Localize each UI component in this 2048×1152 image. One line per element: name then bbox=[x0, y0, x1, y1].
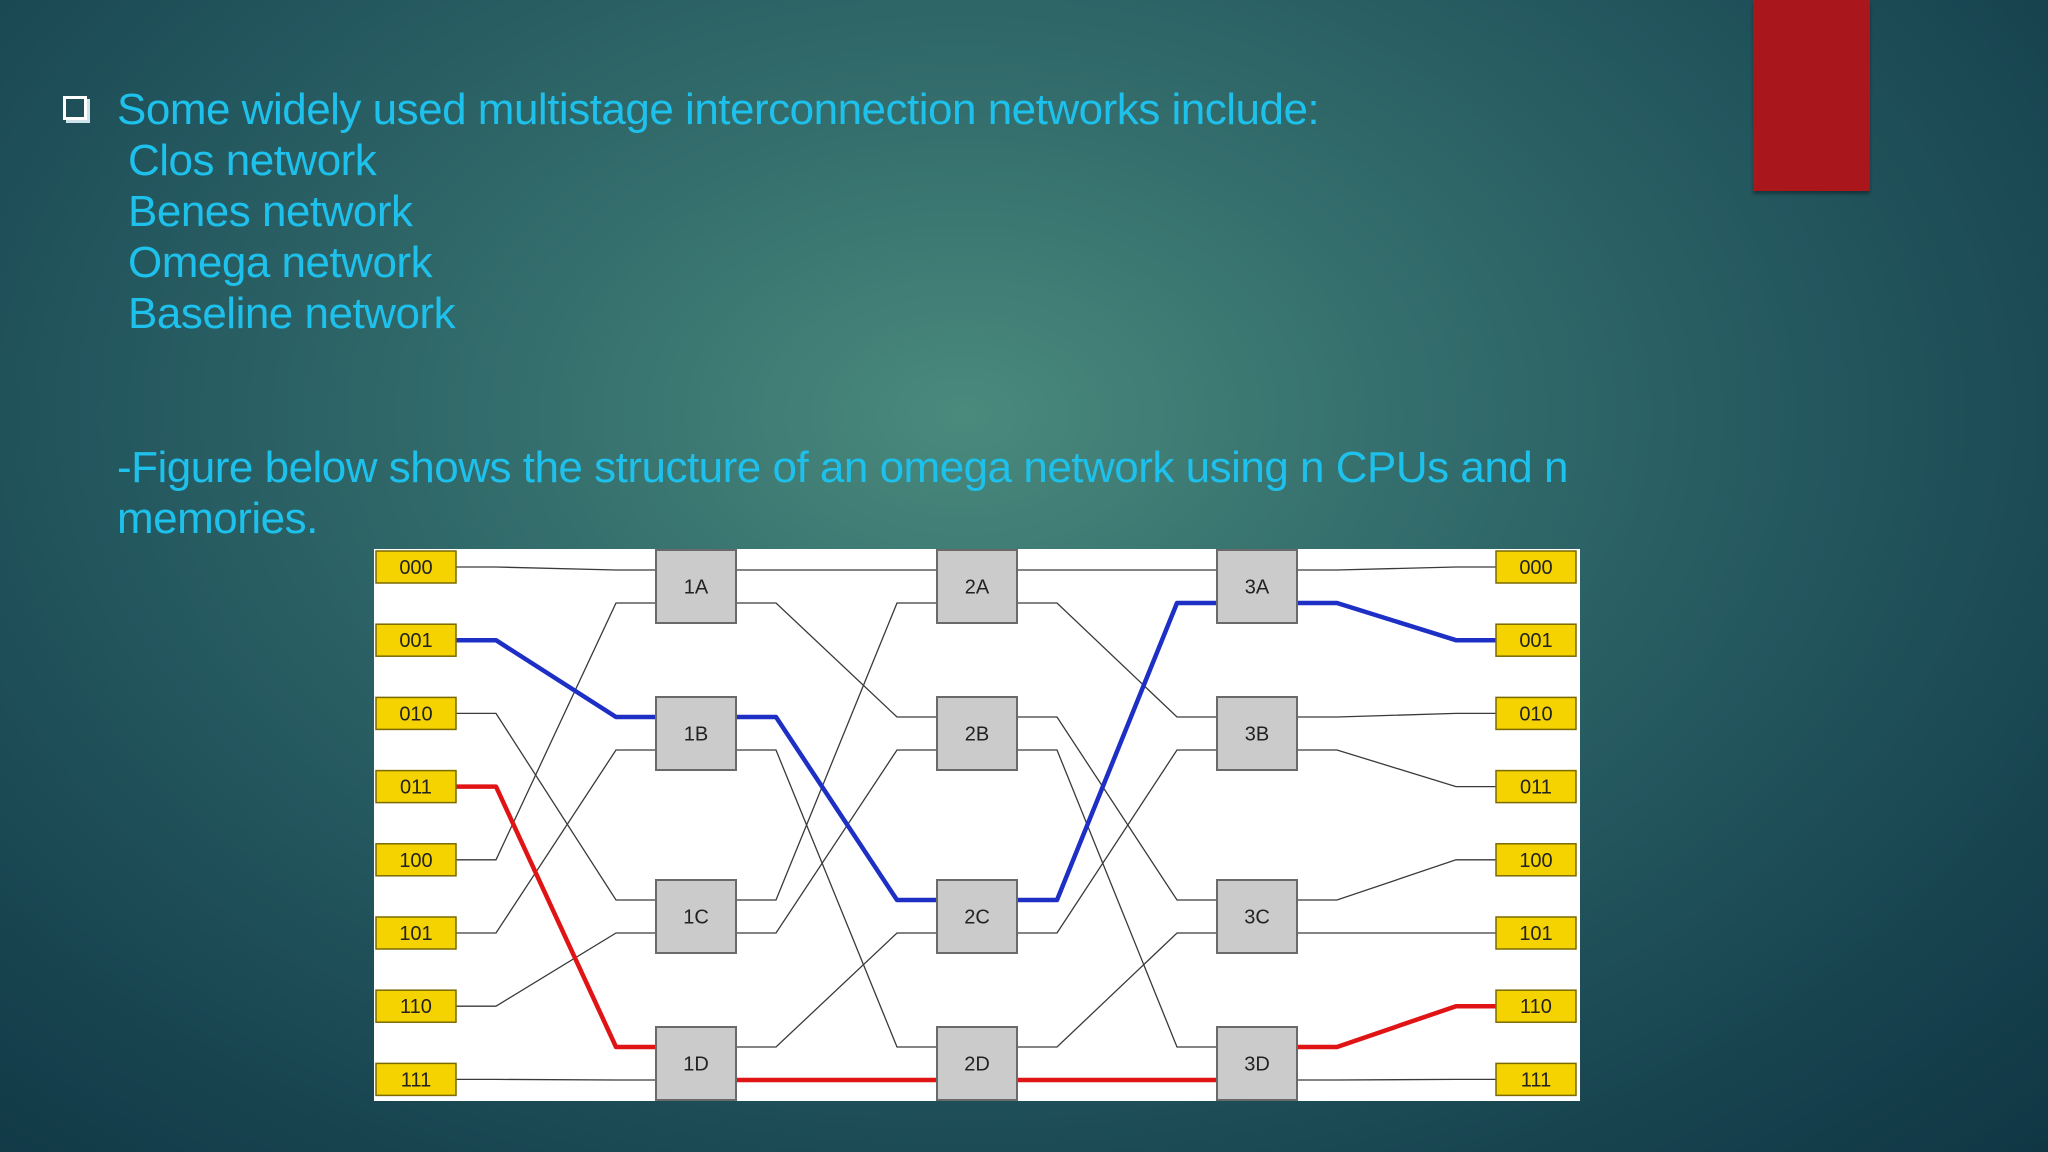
switch-node-label-2a: 2A bbox=[965, 577, 990, 599]
link-s1-6 bbox=[736, 932, 937, 1048]
link-out-7 bbox=[1297, 1078, 1496, 1081]
input-port-label-000: 000 bbox=[399, 557, 432, 579]
switch-node-1b bbox=[655, 696, 737, 771]
output-port-111 bbox=[1495, 1062, 1577, 1097]
output-port-000 bbox=[1495, 550, 1577, 584]
figure-caption-line-2: memories. bbox=[117, 494, 318, 543]
output-port-label-101: 101 bbox=[1519, 923, 1552, 945]
input-port-010 bbox=[375, 696, 457, 731]
switch-node-3d bbox=[1216, 1026, 1298, 1101]
input-port-100 bbox=[375, 843, 457, 877]
network-item-benes: Benes network bbox=[128, 187, 413, 236]
input-port-label-001: 001 bbox=[399, 630, 432, 652]
network-item-omega: Omega network bbox=[128, 238, 433, 287]
output-port-label-011: 011 bbox=[1520, 777, 1552, 799]
switch-node-label-3c: 3C bbox=[1244, 907, 1270, 929]
input-port-label-110: 110 bbox=[400, 996, 432, 1018]
switch-node-label-3d: 3D bbox=[1244, 1054, 1270, 1076]
switch-node-2d bbox=[936, 1026, 1018, 1101]
switch-node-2a bbox=[936, 549, 1018, 624]
input-port-label-111: 111 bbox=[401, 1069, 431, 1091]
switch-node-2c bbox=[936, 879, 1018, 954]
switch-node-label-1a: 1A bbox=[684, 577, 709, 599]
link-out-4 bbox=[1297, 859, 1496, 901]
input-port-101 bbox=[375, 916, 457, 950]
blue-route-segment-3 bbox=[1297, 600, 1496, 643]
link-in-5 bbox=[456, 749, 656, 934]
figure-caption-line-1: -Figure below shows the structure of an … bbox=[117, 443, 1568, 492]
link-s1-4 bbox=[736, 602, 937, 901]
link-s2-6 bbox=[1017, 932, 1217, 1048]
accent-bar bbox=[1753, 0, 1870, 191]
link-s2-5 bbox=[1017, 749, 1217, 934]
link-in-7 bbox=[456, 1078, 656, 1081]
switch-node-1d bbox=[655, 1026, 737, 1101]
link-in-6 bbox=[456, 932, 656, 1007]
input-port-label-100: 100 bbox=[399, 850, 432, 872]
link-s2-2 bbox=[1017, 716, 1217, 901]
input-port-label-101: 101 bbox=[399, 923, 432, 945]
output-port-100 bbox=[1495, 843, 1577, 877]
input-port-001 bbox=[375, 623, 457, 657]
input-port-110 bbox=[375, 989, 457, 1023]
output-port-label-010: 010 bbox=[1519, 703, 1552, 725]
link-s2-1 bbox=[1017, 602, 1217, 718]
switch-node-label-2c: 2C bbox=[964, 907, 990, 929]
switch-node-label-2d: 2D bbox=[964, 1054, 990, 1076]
red-route-segment-3 bbox=[1297, 1003, 1496, 1050]
switch-node-label-1c: 1C bbox=[683, 907, 709, 929]
link-out-3 bbox=[1297, 749, 1496, 788]
link-in-2 bbox=[456, 712, 656, 901]
input-port-111 bbox=[375, 1062, 457, 1097]
switch-node-3b bbox=[1216, 696, 1298, 771]
switch-node-3a bbox=[1216, 549, 1298, 624]
red-route-segment-0 bbox=[456, 784, 656, 1050]
input-port-011 bbox=[375, 769, 457, 804]
output-port-label-110: 110 bbox=[1520, 996, 1552, 1018]
link-s1-5 bbox=[736, 749, 937, 934]
output-port-label-000: 000 bbox=[1519, 557, 1552, 579]
switch-node-2b bbox=[936, 696, 1018, 771]
output-port-label-111: 111 bbox=[1521, 1069, 1551, 1091]
switch-node-3c bbox=[1216, 879, 1298, 954]
heading-text: Some widely used multistage interconnect… bbox=[117, 85, 1320, 134]
switch-node-label-1b: 1B bbox=[684, 724, 708, 746]
switch-node-1c bbox=[655, 879, 737, 954]
omega-network-diagram: 1A 1B 1C 1D 2A 2B 2C 2D 3A 3B 3C 3D 000 001 010 011 100 1… bbox=[374, 549, 1580, 1101]
switch-node-1a bbox=[655, 549, 737, 624]
switch-node-label-3a: 3A bbox=[1245, 577, 1270, 599]
switch-node-label-1d: 1D bbox=[683, 1054, 709, 1076]
input-port-label-011: 011 bbox=[400, 777, 432, 799]
blue-route-segment-2 bbox=[1017, 600, 1217, 903]
omega-network-svg: 1A 1B 1C 1D 2A 2B 2C 2D 3A 3B 3C 3D 000 001 010 011 100 1… bbox=[375, 549, 1577, 1101]
link-out-0 bbox=[1297, 566, 1496, 571]
output-port-101 bbox=[1495, 916, 1577, 950]
output-port-010 bbox=[1495, 696, 1577, 731]
blue-route-segment-1 bbox=[736, 714, 937, 903]
switch-node-label-3b: 3B bbox=[1245, 724, 1269, 746]
network-item-clos: Clos network bbox=[128, 136, 377, 185]
output-port-110 bbox=[1495, 989, 1577, 1023]
link-in-0 bbox=[456, 566, 656, 571]
link-out-2 bbox=[1297, 712, 1496, 718]
output-port-001 bbox=[1495, 623, 1577, 657]
switch-node-label-2b: 2B bbox=[965, 724, 989, 746]
link-in-4 bbox=[456, 602, 656, 861]
output-port-label-100: 100 bbox=[1519, 850, 1552, 872]
network-item-baseline: Baseline network bbox=[128, 289, 456, 338]
output-port-label-001: 001 bbox=[1519, 630, 1552, 652]
blue-route-segment-0 bbox=[456, 637, 656, 720]
input-port-000 bbox=[375, 550, 457, 584]
output-port-011 bbox=[1495, 769, 1577, 804]
link-s2-3 bbox=[1017, 749, 1217, 1048]
checkbox-bullet-icon bbox=[63, 96, 87, 120]
link-s1-3 bbox=[736, 749, 937, 1048]
input-port-label-010: 010 bbox=[399, 703, 432, 725]
link-s1-1 bbox=[736, 602, 937, 718]
